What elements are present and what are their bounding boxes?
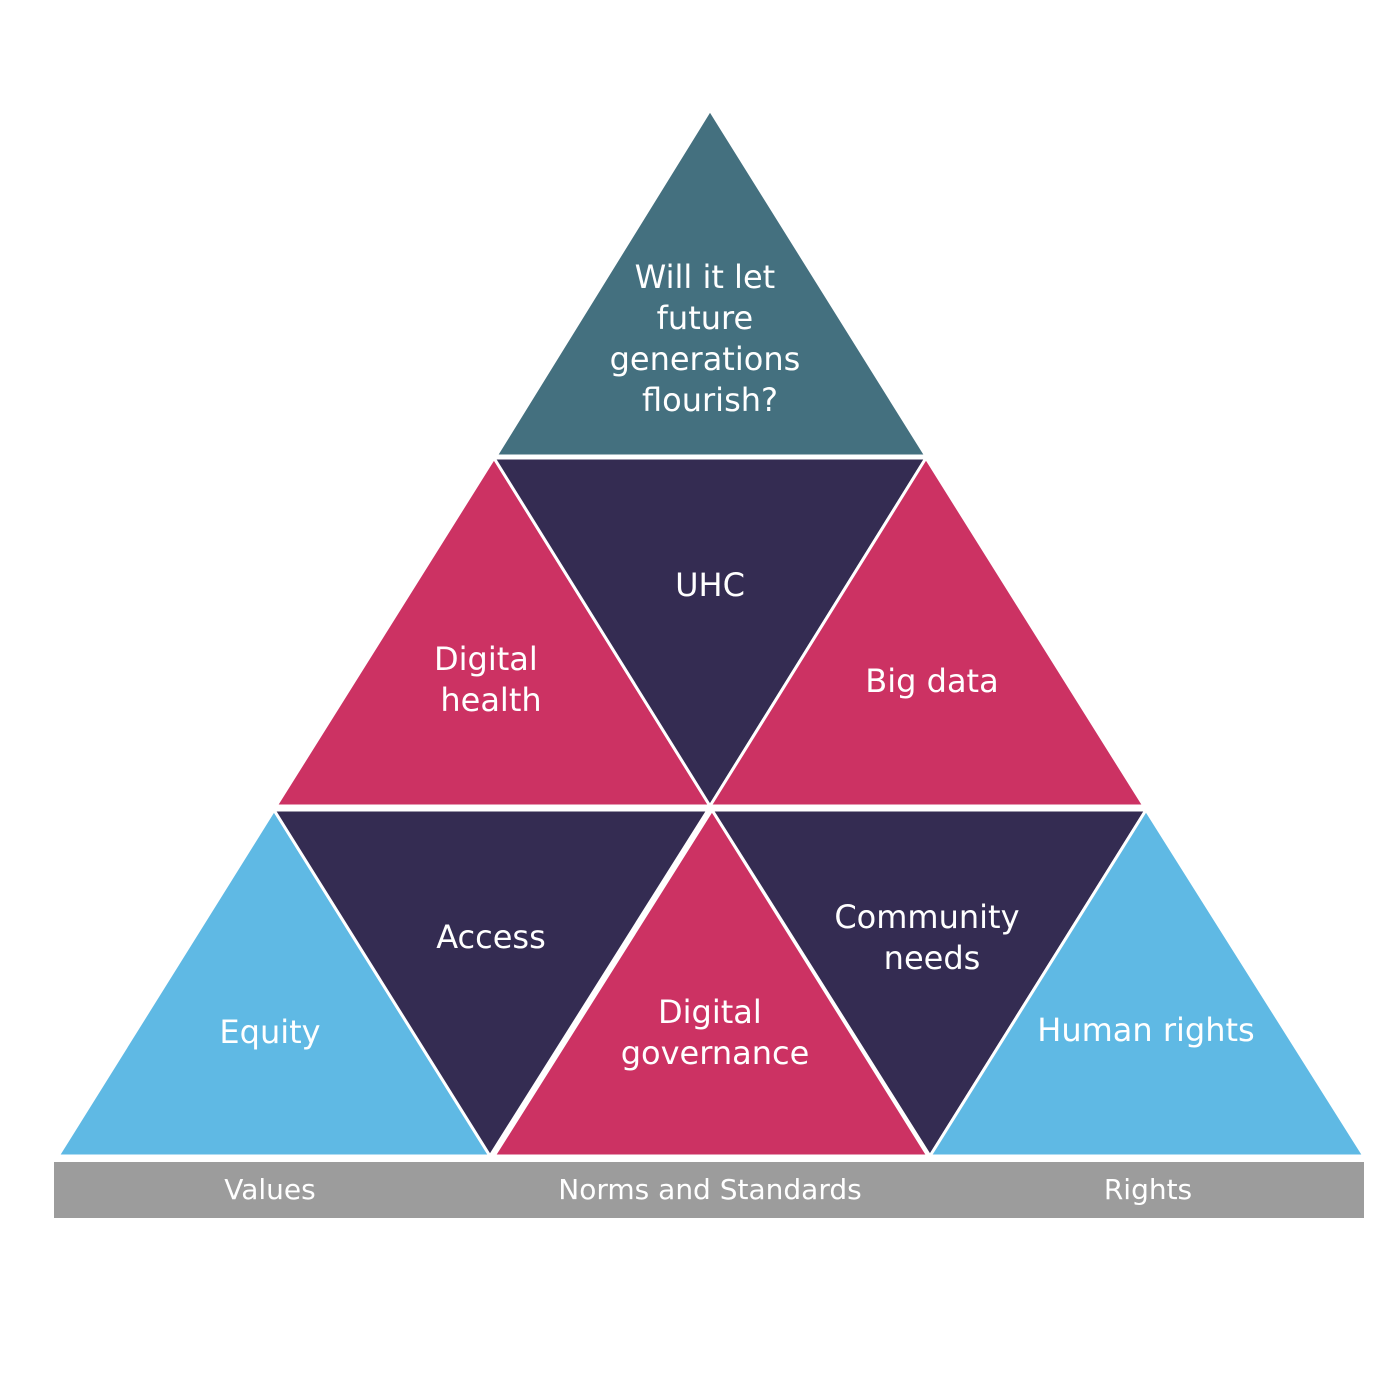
label-top-flourish: Will it let future generations flourish? (610, 258, 811, 419)
label-equity: Equity (219, 1013, 320, 1051)
label-top-line-1: Will it let (635, 258, 776, 296)
label-uhc: UHC (675, 566, 745, 604)
label-digital-health: Digital health (434, 640, 548, 719)
label-uhc-line-1: UHC (675, 566, 745, 604)
label-community-needs: Community needs (834, 898, 1029, 977)
label-top-line-4: flourish? (642, 381, 778, 419)
tri-big-data (708, 456, 1146, 808)
label-digital-health-line-1: Digital (434, 640, 538, 678)
label-big-data: Big data (865, 662, 998, 700)
label-digital-health-line-2: health (440, 681, 541, 719)
base-label-rights: Rights (1104, 1173, 1192, 1206)
base-bar (54, 1162, 1364, 1218)
label-human-rights-line-1: Human rights (1037, 1011, 1254, 1049)
tri-human-rights (928, 808, 1366, 1158)
label-big-data-line-1: Big data (865, 662, 998, 700)
label-digital-governance-line-1: Digital (658, 993, 762, 1031)
label-equity-line-1: Equity (219, 1013, 320, 1051)
label-community-needs-line-2: needs (884, 939, 981, 977)
label-top-line-3: generations (610, 340, 801, 378)
tri-top-flourish (494, 108, 928, 458)
label-human-rights: Human rights (1037, 1011, 1254, 1049)
label-top-line-2: future (657, 299, 754, 337)
label-community-needs-line-1: Community (834, 898, 1019, 936)
label-digital-governance: Digital governance (621, 993, 810, 1072)
label-digital-governance-line-2: governance (621, 1034, 810, 1072)
base-label-values: Values (224, 1173, 315, 1206)
base-label-norms: Norms and Standards (558, 1173, 861, 1206)
tri-access (272, 808, 710, 1158)
label-access-line-1: Access (436, 918, 546, 956)
label-access: Access (436, 918, 546, 956)
